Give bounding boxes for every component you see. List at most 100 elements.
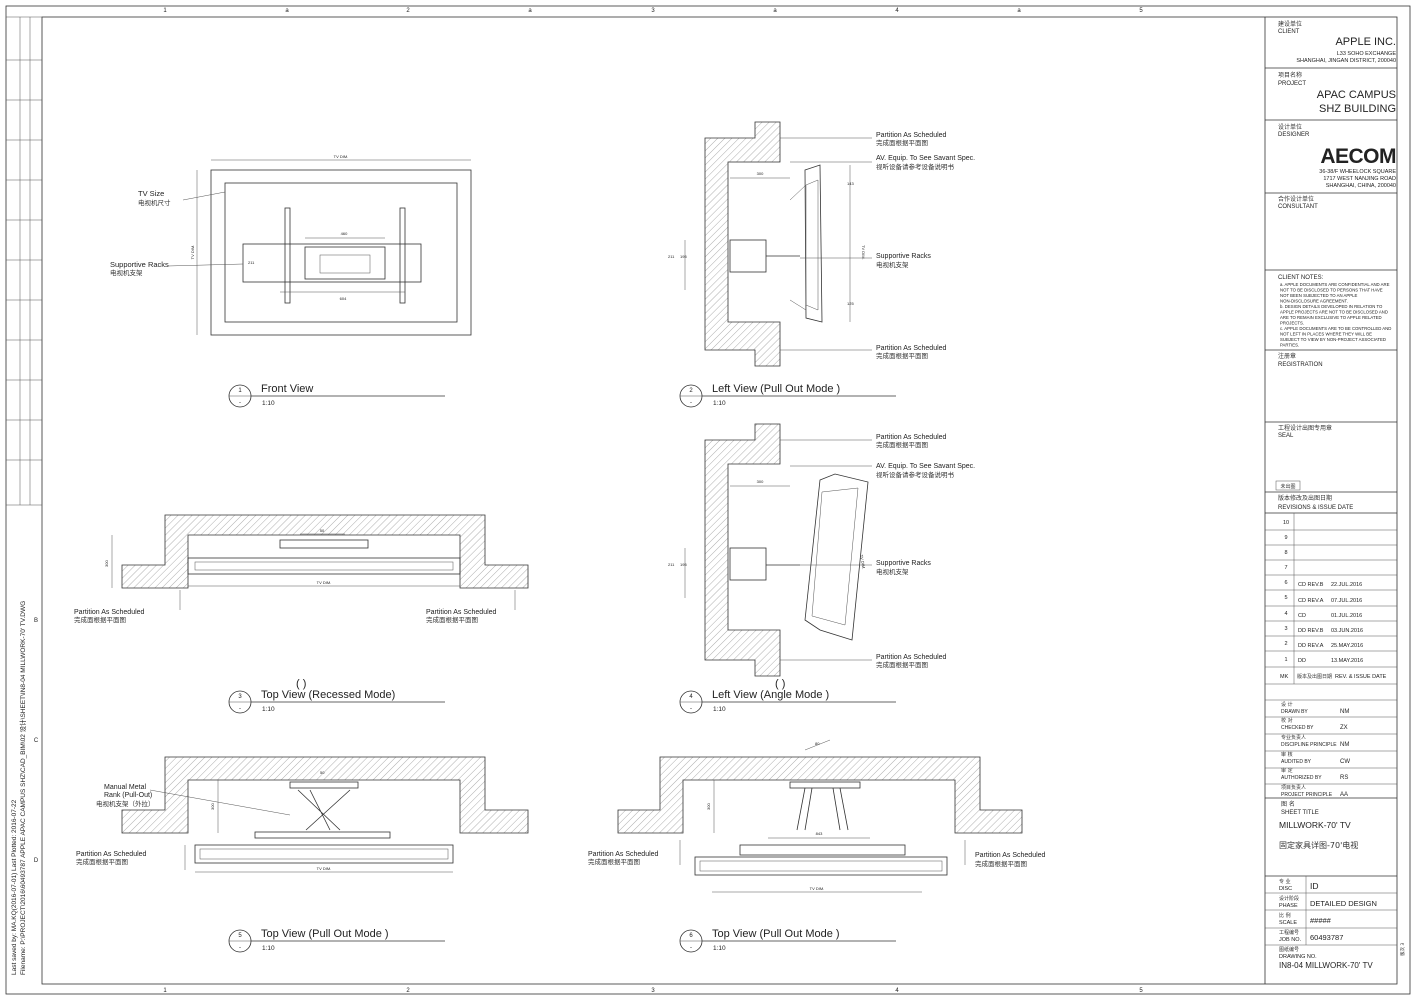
label-tv-size-cn: 电视机尺寸 (138, 198, 171, 207)
view-front: TV DIM. TV DIM. 460 604 211 TV Size 电视机尺… (110, 154, 472, 336)
job-cn: 工程编号 (1279, 929, 1299, 936)
rev-date: 22.JUL.2016 (1331, 582, 1362, 588)
grid-row: B (34, 618, 38, 624)
label-partition: Partition As Scheduled (76, 851, 147, 858)
role-val: NM (1340, 709, 1349, 715)
saved-stamp: Last saved by: MA.KQ(2016-07-01) Last Pl… (11, 799, 18, 975)
wall-plan (121, 514, 529, 589)
client-note-line: b. DESIGN DETAILS DEVELOPED IN RELATION … (1280, 304, 1383, 309)
view-scale: 1:10 (713, 400, 726, 407)
dim-tv: TV DIM. (190, 245, 195, 260)
rev-mk: 3 (1284, 626, 1287, 632)
tv-plan (194, 844, 454, 864)
dim-300: 300 (757, 171, 764, 176)
dim-195: 195 (680, 562, 687, 567)
seal-cn: 工程设计出图专用章 (1278, 424, 1332, 432)
plot-stamp: Last saved by: MA.KQ(2016-07-01) Last Pl… (11, 601, 27, 975)
left-stamp-strip (5, 16, 43, 506)
rev-date: 13.MAY.2016 (1331, 658, 1363, 664)
rev-mk: 6 (1284, 580, 1287, 586)
role-cn: 专业负责人 (1281, 734, 1306, 741)
view-sub: - (239, 706, 241, 712)
sheet-title: MILLWORK-70' TV (1279, 820, 1351, 830)
view-number: 5 (238, 933, 242, 939)
label-racks: Supportive Racks (876, 253, 931, 260)
client-note-line: a. APPLE DOCUMENTS ARE CONFIDENTIAL AND … (1280, 282, 1390, 287)
grid-col-5: 5 (1139, 988, 1143, 994)
client-name: APPLE INC. (1335, 36, 1396, 48)
client-addr: L33 SOHO EXCHANGE (1337, 51, 1397, 57)
label-partition-cn: 完成面根据平面图 (975, 859, 1027, 868)
grid-col-1: 1 (163, 988, 167, 994)
role-en: DISCIPLINE PRINCIPLE (1281, 742, 1337, 748)
grid-col-4: 4 (895, 8, 899, 14)
scissor-arm (297, 789, 351, 831)
filename-stamp: Filename: P:\PROJECT\2016\60493787 APPLE… (18, 601, 27, 975)
view-scale: 1:10 (713, 706, 726, 713)
revision-corner: 版次 3 (1399, 943, 1406, 956)
scale-value: ##### (1310, 916, 1332, 925)
view-title: Top View (Pull Out Mode ) (712, 928, 840, 940)
rack-right (399, 207, 406, 304)
label-partition-cn: 完成面根据平面图 (876, 351, 928, 360)
designer-addr: SHANGHAI, CHINA, 200040 (1326, 183, 1396, 189)
tv-screen (224, 182, 458, 323)
label-partition: Partition As Scheduled (975, 852, 1046, 859)
disc-label: DISC (1279, 886, 1292, 892)
label-partition-cn: 完成面根据平面图 (876, 440, 928, 449)
client-note-line: c. APPLE DOCUMENTS ARE TO BE CONTROLLED … (1280, 326, 1391, 331)
dim-tv: TV DIM. (859, 554, 866, 569)
role-cn: 校 对 (1281, 717, 1293, 724)
tv-outline (210, 169, 472, 336)
revisions-cn: 版本修改及出图日期 (1278, 494, 1332, 502)
client-note-line: NOT BEEN SUBJECTED TO AN APPLE (1280, 293, 1358, 298)
client-label: CLIENT (1278, 29, 1300, 35)
label-av-cn: 视听设备请参考设备说明书 (876, 162, 955, 171)
label-racks-cn: 电视机支架 (876, 260, 909, 269)
label-partition-cn: 完成面根据平面图 (74, 615, 126, 624)
grid-col-2: 2 (406, 988, 410, 994)
label-partition-cn: 完成面根据平面图 (76, 857, 128, 866)
pull-arm (796, 787, 849, 831)
registration-label: REGISTRATION (1278, 362, 1323, 368)
dim-300: 300 (104, 560, 109, 567)
role-cn: 审 定 (1281, 767, 1293, 774)
view-sub: - (690, 400, 692, 406)
project-label: PROJECT (1278, 81, 1306, 87)
dim-300: 300 (706, 803, 711, 810)
project-cn: 项目名称 (1278, 71, 1302, 79)
grid-col-5: 5 (1139, 8, 1143, 14)
phase-cn: 设计阶段 (1279, 895, 1299, 902)
rev-date: 03.JUN.2016 (1331, 628, 1363, 634)
view-sub: - (690, 945, 692, 951)
rev-footer-mk: MK (1280, 674, 1289, 680)
label-partition: Partition As Scheduled (876, 345, 947, 352)
stamp-box (1275, 480, 1301, 491)
rev-date: 25.MAY.2016 (1331, 643, 1363, 649)
rev-mk: 10 (1283, 520, 1289, 526)
rev-footer-cn: 版本及出图日期 (1297, 673, 1332, 680)
label-racks-cn: 电视机支架 (876, 567, 909, 576)
mount-plan (279, 539, 369, 549)
tv-angled (804, 473, 869, 641)
role-cn: 项目负责人 (1281, 784, 1306, 791)
dim-300: 300 (210, 803, 215, 810)
label-manual-2: Rank (Pull-Out) (104, 792, 152, 799)
view-scale: 1:10 (262, 945, 275, 952)
view-scale: 1:10 (713, 945, 726, 952)
stamp-text: 未出图 (1280, 483, 1295, 490)
client-note-line: ARE TO REMAIN EXCLUSIVE TO APPLE RELATED (1280, 315, 1382, 320)
client-cn: 建设单位 (1278, 20, 1302, 28)
dim-tv: TV DIM. (317, 866, 332, 871)
view-number: 1 (238, 388, 242, 394)
mount-plan (739, 844, 906, 856)
rev-date: 01.JUL.2016 (1331, 613, 1362, 619)
view-number: 4 (689, 694, 693, 700)
label-tv-size: TV Size (138, 189, 164, 198)
designer-cn: 设计单位 (1278, 123, 1302, 131)
client-note-line: APPLE PROJECTS ARE NOT TO BE DISCLOSED A… (1280, 310, 1388, 315)
dim-300: 300 (757, 479, 764, 484)
role-cn: 审 核 (1281, 751, 1293, 758)
view-top-pullout-5: TV DIM. 300 50 Manual Metal Rank (Pull-O… (76, 756, 529, 873)
